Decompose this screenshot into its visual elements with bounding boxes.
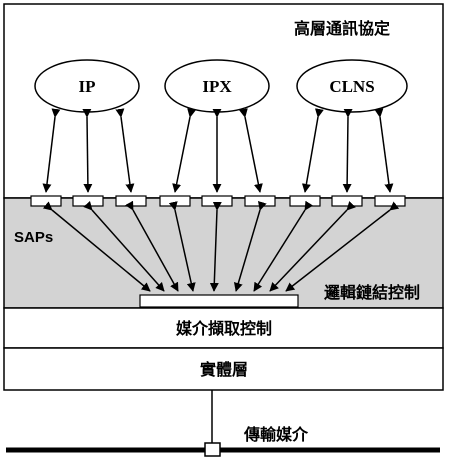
physical-layer-box — [3, 347, 444, 391]
protocol-clns: CLNS — [296, 59, 408, 113]
protocol-ipx: IPX — [164, 59, 270, 113]
upper-layer-label: 高層通訊協定 — [294, 19, 390, 38]
mac-layer-box — [3, 307, 444, 349]
sap-llc-arrow — [285, 201, 400, 292]
protocol-sap-arrow — [172, 108, 197, 193]
sap-boxes — [30, 195, 406, 207]
sap-box — [72, 195, 104, 207]
sap-box — [201, 195, 233, 207]
protocol-label: CLNS — [329, 77, 374, 96]
sap-box — [331, 195, 363, 207]
medium-tap — [204, 442, 221, 457]
protocol-sap-arrow — [42, 108, 61, 193]
sap-box — [159, 195, 191, 207]
sap-box — [30, 195, 62, 207]
protocol-sap-arrow — [238, 108, 263, 193]
protocol-label: IP — [79, 77, 96, 96]
saps-label: SAPs — [14, 229, 53, 246]
protocol-label: IPX — [202, 77, 232, 96]
medium-label: 傳輸媒介 — [243, 425, 309, 444]
protocol-sap-arrow — [115, 108, 135, 193]
protocol-sap-arrows — [42, 108, 394, 193]
sap-box — [244, 195, 276, 207]
sap-llc-arrows — [42, 200, 400, 292]
mac-label: 媒介擷取控制 — [176, 319, 272, 338]
llc-bar — [139, 294, 299, 308]
physical-label: 實體層 — [200, 360, 248, 379]
sap-box — [289, 195, 321, 207]
protocol-sap-arrow — [342, 108, 353, 193]
protocol-sap-arrow — [374, 108, 394, 193]
llc-label: 邏輯鏈結控制 — [324, 283, 420, 302]
sap-llc-arrow — [168, 201, 196, 292]
sap-box — [374, 195, 406, 207]
sap-box — [115, 195, 147, 207]
protocol-ip: IP — [34, 59, 140, 113]
protocol-sap-arrow — [82, 108, 93, 193]
protocol-sap-arrow — [301, 108, 324, 193]
sap-llc-arrow — [209, 201, 222, 292]
